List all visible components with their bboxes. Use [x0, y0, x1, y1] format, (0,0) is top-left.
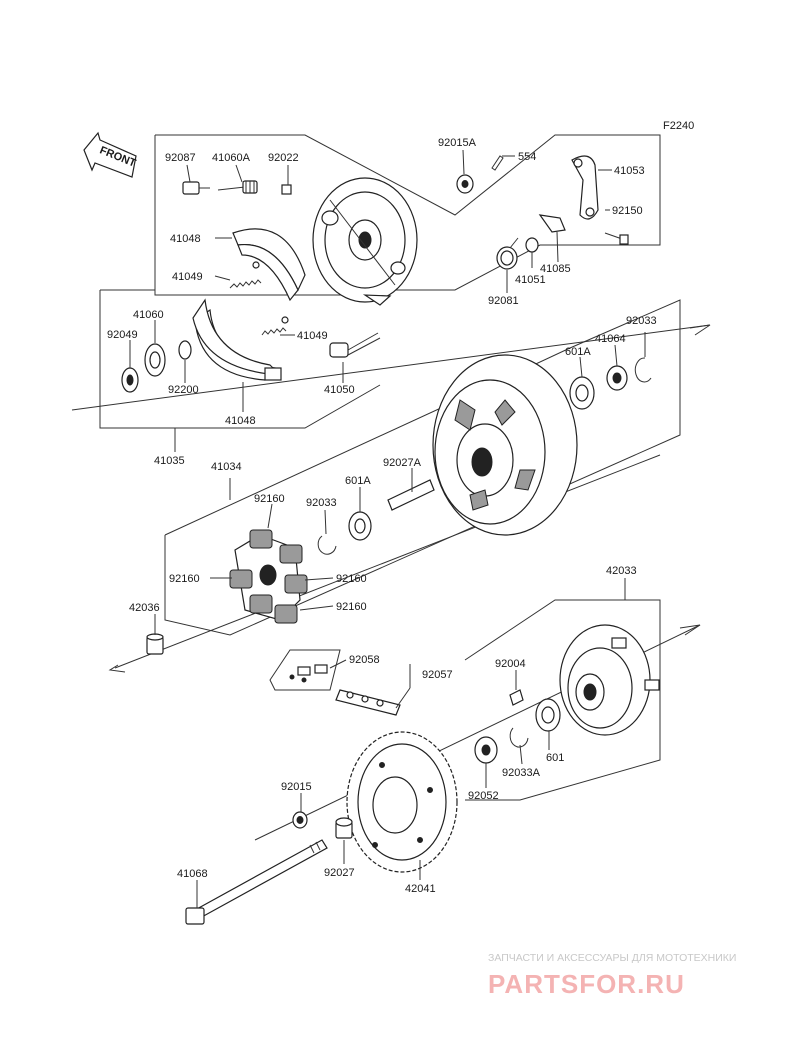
- collar-92027-icon: [335, 817, 353, 839]
- label-42033: 42033: [606, 565, 637, 577]
- label-92150: 92150: [612, 205, 643, 217]
- label-92027: 92027: [324, 867, 355, 879]
- bolt-92004-icon: [509, 689, 524, 706]
- part-labels: 92087 41060A 92022 92015A 554 41053 4104…: [107, 137, 657, 895]
- bolt-92150-icon: [604, 232, 629, 245]
- bearing-601A-mid-icon: [348, 511, 372, 541]
- label-41053: 41053: [614, 165, 645, 177]
- label-92033-mid: 92033: [306, 497, 337, 509]
- gear-41060A-icon: [217, 180, 258, 194]
- label-41049-top: 41049: [172, 271, 203, 283]
- collar-42036-icon: [146, 633, 164, 655]
- label-92049: 92049: [107, 329, 138, 341]
- label-92057: 92057: [422, 669, 453, 681]
- label-554: 554: [518, 151, 536, 163]
- brake-panel-frame: [99, 134, 661, 429]
- watermark-brand: PARTSFOR.RU: [488, 969, 685, 999]
- label-601: 601: [546, 752, 564, 764]
- label-42036: 42036: [129, 602, 160, 614]
- label-92087: 92087: [165, 152, 196, 164]
- seal-92052-icon: [474, 736, 498, 764]
- label-92015: 92015: [281, 781, 312, 793]
- chain-92057-icon: [335, 689, 401, 716]
- sprocket-hub-frame: [464, 599, 661, 801]
- circlip-92033-top-icon: [634, 357, 652, 383]
- label-92160-left: 92160: [169, 573, 200, 585]
- bearing-601-icon: [535, 698, 561, 732]
- label-601A-mid: 601A: [345, 475, 371, 487]
- pin-554-icon: [491, 155, 504, 171]
- leader-lines: [129, 149, 646, 908]
- indicator-41085-icon: [538, 214, 566, 233]
- washer-92200-icon: [178, 340, 192, 360]
- label-41049-mid: 41049: [297, 330, 328, 342]
- label-41068: 41068: [177, 868, 208, 880]
- label-92160-top: 92160: [254, 493, 285, 505]
- label-92081: 92081: [488, 295, 519, 307]
- label-92022: 92022: [268, 152, 299, 164]
- axle-41068-icon: [185, 839, 328, 925]
- spring-92081-icon: [496, 237, 519, 270]
- spacer-92027A-icon: [387, 479, 435, 511]
- label-41060: 41060: [133, 309, 164, 321]
- front-arrow-icon: FRONT: [83, 131, 138, 178]
- spring-top-icon: [229, 261, 262, 289]
- bolt-92087-icon: [182, 181, 210, 195]
- label-92058: 92058: [349, 654, 380, 666]
- label-92160-right: 92160: [336, 573, 367, 585]
- damper-92160-icon: [229, 529, 308, 624]
- label-41060A: 41060A: [212, 152, 251, 164]
- label-41034: 41034: [211, 461, 242, 473]
- seal-41051-icon: [525, 237, 539, 253]
- circlip-92033-mid-icon: [317, 535, 337, 555]
- brake-panel-icon: [312, 177, 418, 306]
- watermark: ЗАПЧАСТИ И АКСЕССУАРЫ ДЛЯ МОТОТЕХНИКИ PA…: [488, 952, 736, 999]
- label-41048-bot: 41048: [225, 415, 256, 427]
- label-41035: 41035: [154, 455, 185, 467]
- sprocket-42041-icon: [346, 731, 458, 873]
- lever-41053-icon: [571, 155, 599, 220]
- label-41050: 41050: [324, 384, 355, 396]
- brake-shoe-bottom-icon: [192, 298, 282, 381]
- label-92004: 92004: [495, 658, 526, 670]
- seal-92049-icon: [121, 367, 139, 393]
- chain-joint-92058-icon: [269, 649, 341, 691]
- bearing-601A-top-icon: [569, 376, 595, 410]
- label-92027A: 92027A: [383, 457, 422, 469]
- label-92200: 92200: [168, 384, 199, 396]
- label-92033-top: 92033: [626, 315, 657, 327]
- watermark-caption: ЗАПЧАСТИ И АКСЕССУАРЫ ДЛЯ МОТОТЕХНИКИ: [488, 952, 736, 964]
- label-92160-bot: 92160: [336, 601, 367, 613]
- label-42041: 42041: [405, 883, 436, 895]
- collar-41064-icon: [606, 365, 628, 391]
- brake-shoe-top-icon: [232, 228, 306, 302]
- gear-41060-icon: [144, 343, 166, 377]
- nut-92022-icon: [281, 184, 292, 195]
- diagram-code: F2240: [663, 120, 694, 132]
- circlip-92033A-icon: [509, 727, 529, 748]
- sprocket-hub-42033-icon: [559, 624, 660, 736]
- label-41048-top: 41048: [170, 233, 201, 245]
- wheel-hub-icon: [432, 354, 578, 536]
- nut-92015A-icon: [456, 174, 474, 194]
- label-92052: 92052: [468, 790, 499, 802]
- hub-frame: [164, 299, 681, 636]
- label-41085: 41085: [540, 263, 571, 275]
- label-41051: 41051: [515, 274, 546, 286]
- label-92033A: 92033A: [502, 767, 541, 779]
- label-41064: 41064: [595, 333, 626, 345]
- camshaft-41050-icon: [329, 332, 381, 358]
- spring-mid-icon: [261, 316, 289, 336]
- label-92015A: 92015A: [438, 137, 477, 149]
- nut-92015-icon: [292, 811, 308, 829]
- label-601A-top: 601A: [565, 346, 591, 358]
